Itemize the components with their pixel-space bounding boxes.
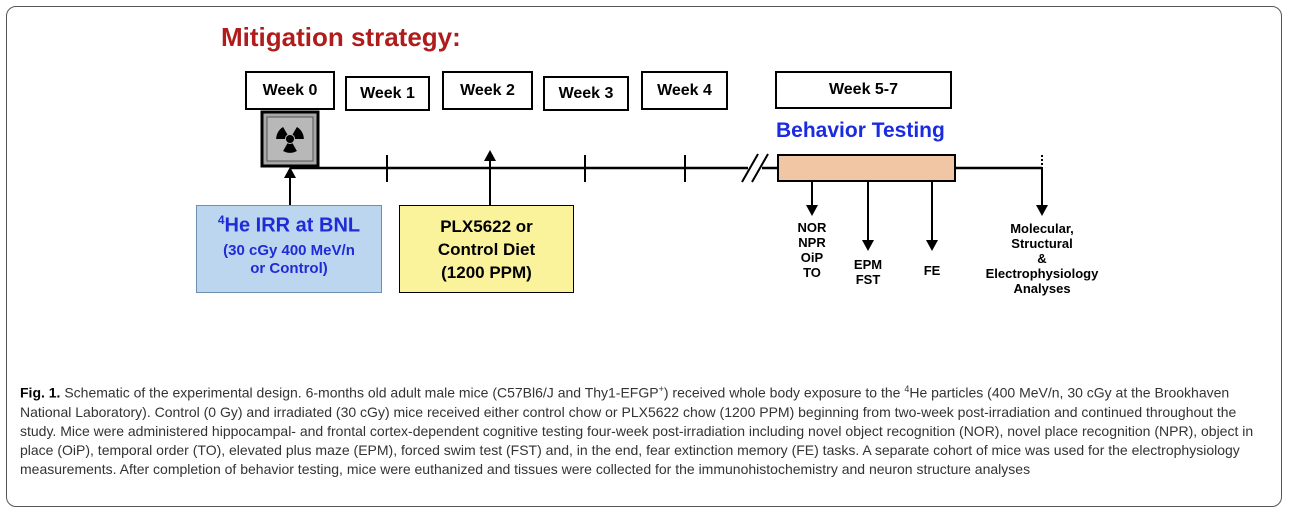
caption-seg-3: He particles (400 MeV/n, 30 cGy at the B… — [20, 384, 1254, 478]
test-group-1: NOR NPR OiP TO — [787, 220, 837, 280]
analyses-line-1: Molecular, — [1010, 221, 1074, 236]
week-5-7-box: Week 5-7 — [775, 71, 952, 109]
test-group-3: FE — [912, 263, 952, 278]
analyses-line-5: Analyses — [1013, 281, 1071, 296]
irradiation-detail-2: or Control) — [250, 259, 328, 277]
week-4-box: Week 4 — [641, 71, 728, 110]
irradiation-title: 4He IRR at BNL — [197, 213, 381, 238]
test-npr: NPR — [798, 235, 826, 250]
diet-line-1: PLX5622 or — [440, 217, 533, 236]
diet-line-3: (1200 PPM) — [441, 263, 532, 282]
analyses-group: Molecular, Structural & Electrophysiolog… — [972, 221, 1112, 296]
week-0-box: Week 0 — [245, 71, 335, 110]
irradiation-title-text: He IRR at BNL — [224, 214, 361, 237]
figure-caption: Fig. 1. Schematic of the experimental de… — [20, 380, 1276, 480]
caption-sup-2: 4 — [904, 384, 910, 394]
test-to: TO — [803, 265, 821, 280]
test-nor: NOR — [797, 220, 827, 235]
caption-label: Fig. 1. — [20, 384, 61, 401]
week-3-box: Week 3 — [543, 76, 629, 111]
test-oip: OiP — [800, 250, 824, 265]
week-2-box: Week 2 — [442, 71, 533, 110]
behavior-testing-label: Behavior Testing — [776, 119, 945, 142]
caption-sup-1: + — [658, 384, 664, 394]
test-epm: EPM — [853, 257, 883, 272]
test-group-2: EPM FST — [843, 257, 893, 287]
diet-line-2: Control Diet — [437, 240, 536, 259]
figure-frame — [6, 6, 1282, 507]
caption-seg-2: ) received whole body exposure to the — [663, 384, 905, 401]
diet-box: PLX5622 or Control Diet (1200 PPM) — [399, 205, 574, 293]
isotope-superscript: 4 — [217, 213, 225, 227]
week-1-box: Week 1 — [345, 76, 430, 111]
irradiation-box: 4He IRR at BNL (30 cGy 400 MeV/n or Cont… — [196, 205, 382, 293]
caption-seg-1: Schematic of the experimental design. 6-… — [60, 384, 659, 401]
test-fe: FE — [923, 263, 941, 278]
test-fst: FST — [855, 272, 881, 287]
analyses-line-2: Structural — [1011, 236, 1073, 251]
irradiation-detail-1: (30 cGy 400 MeV/n — [223, 241, 355, 259]
analyses-line-3: & — [1037, 251, 1047, 266]
figure-title: Mitigation strategy: — [221, 22, 461, 52]
analyses-line-4: Electrophysiology — [985, 266, 1099, 281]
